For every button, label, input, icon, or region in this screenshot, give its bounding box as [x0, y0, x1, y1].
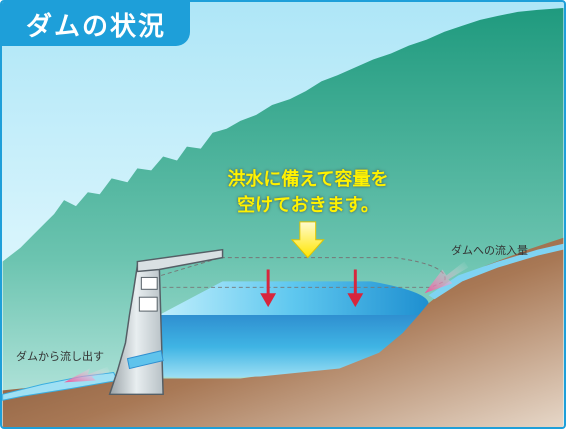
normal-water-level-outline — [161, 257, 446, 288]
inflow-arrow-icon — [424, 261, 469, 294]
title-tab: ダムの状況 — [2, 2, 190, 46]
dam-gate — [138, 296, 158, 312]
drawdown-arrow-icon — [260, 269, 277, 308]
outflow-arrow-icon — [64, 366, 110, 383]
message-line-1: 洪水に備えて容量を — [227, 169, 389, 190]
inflow-label: ダムへの流入量 — [451, 244, 528, 257]
drawdown-arrow-icon — [347, 269, 364, 308]
dam-crest — [136, 248, 224, 273]
upstream-river — [428, 243, 564, 300]
message-line-2: 空けておきます。 — [237, 195, 379, 216]
flood-preparation-message: 洪水に備えて容量を 空けておきます。 — [198, 167, 418, 219]
reservoir-surface — [159, 281, 429, 316]
outflow-label: ダムから流し出す — [16, 350, 104, 363]
reservoir-water — [159, 315, 419, 379]
downward-arrow-icon — [290, 221, 325, 259]
dam-spillway — [126, 350, 164, 370]
page-title: ダムの状況 — [25, 11, 166, 42]
dam-gate — [140, 276, 158, 290]
